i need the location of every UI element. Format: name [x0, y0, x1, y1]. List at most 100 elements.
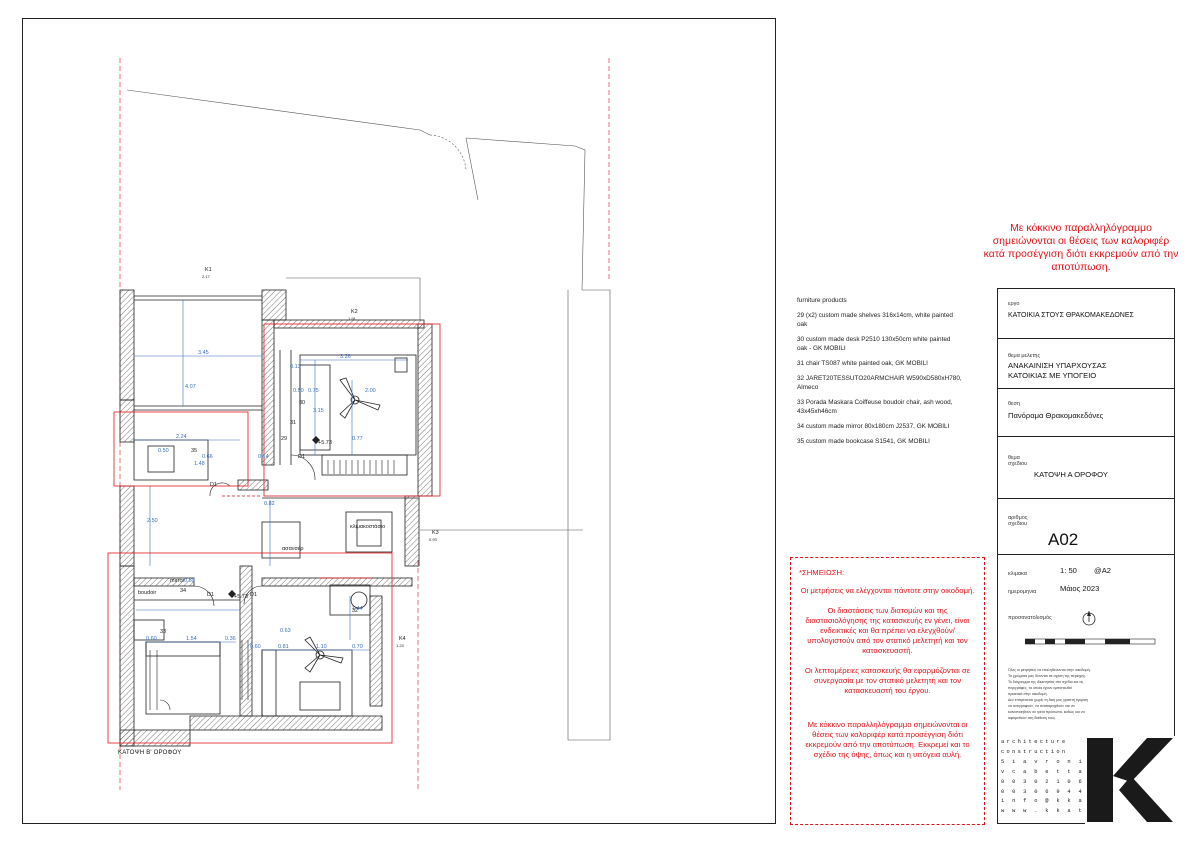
dim-label: 1.54 [186, 636, 197, 642]
ceiling-fan-icon [304, 377, 381, 673]
logo-k-mark [1085, 736, 1175, 824]
window-tag: K1 [205, 267, 212, 273]
paper-size: @A2 [1094, 566, 1111, 575]
furniture-number: 34 [180, 588, 186, 594]
window-subtag: 1.23 [396, 643, 405, 648]
furniture-item: 33 Porada Maskara Coiffeuse boudoir chai… [797, 399, 953, 415]
furniture-list-title: furniture products [797, 297, 847, 304]
furniture-number: 29 [281, 436, 287, 442]
door-swings [159, 454, 316, 711]
note-paragraph: Οι λεπτομέρειες κατασκευής θα εφαρμόζοντ… [804, 666, 971, 695]
radiator-markers [107, 323, 441, 744]
scale-value: 1: 50 [1060, 566, 1077, 575]
furniture-item: 32 JARET20TESSUTO20ARMCHAIR W590xD580xH7… [797, 375, 962, 391]
radiator-note: Με κόκκινο παραλληλόγραμμο σημειώνονται … [983, 222, 1179, 273]
notes-box: *ΣΗΜΕΙΩΣΗ: Οι μετρήσεις να ελέγχονται πά… [790, 557, 985, 825]
project-label: εργο [1008, 301, 1020, 307]
dim-label: 0.70 [352, 644, 363, 650]
logo-contact: architecture construction 5 i a v r o n … [1001, 738, 1087, 817]
furniture-item: 34 custom made mirror 80x180cm J2537, GK… [797, 423, 950, 430]
window-subtag: 1.91 [348, 316, 357, 321]
dim-label: 3.45 [198, 350, 209, 356]
dim-label: 1.48 [194, 461, 205, 467]
legal-line: περιγραφές, τα οποία έχουν εμπιστευθεί [1008, 686, 1072, 690]
furniture-list: furniture products 29 (x2) custom made s… [797, 296, 962, 452]
furniture-number: 30 [299, 400, 305, 406]
dim-label: 0.81 [278, 644, 289, 650]
legal-line: Τα χρώματα μας δίνονται σε σχέση της περ… [1008, 674, 1087, 678]
notes-heading: *ΣΗΜΕΙΩΣΗ: [799, 568, 845, 577]
logo-line: 5 i a v r o n i [1001, 758, 1085, 765]
orientation-label: προσανατολισμός [1008, 615, 1052, 621]
window-subtag: 0.93 [429, 537, 438, 542]
dim-label: 0.63 [280, 628, 291, 634]
furniture-item: 31 chair TS087 white painted oak, GK MOB… [797, 360, 928, 367]
furniture-item: 35 custom made bookcase S1541, GK MOBILI [797, 438, 930, 445]
furniture-number: 32 [352, 608, 358, 614]
project-value: ΚΑΤΟΙΚΙΑ ΣΤΟΥΣ ΘΡΑΚΟΜΑΚΕΔΟΝΕΣ [1008, 312, 1134, 319]
furniture-number: 31 [290, 420, 296, 426]
project-row: εργο ΚΑΤΟΙΚΙΑ ΣΤΟΥΣ ΘΡΑΚΟΜΑΚΕΔΟΝΕΣ [998, 289, 1174, 339]
north-arrow-icon [1082, 611, 1096, 626]
door-tag: D1 [298, 454, 305, 460]
logo-line: w w w . k k a t o i k i a . g r [1001, 808, 1087, 815]
dim-label: 0.66 [202, 454, 213, 460]
dim-label: 2.24 [176, 434, 187, 440]
window-tag: K4 [399, 636, 406, 642]
location-label: θεση [1008, 401, 1020, 407]
drawing-number-label: αριθμος σχεδιου [1008, 515, 1028, 527]
legal-line: κοινοποιηθούν σε τρίτα πρόσωπα, καθώς κα… [1008, 710, 1085, 714]
legal-line: Το διάγραμμα της ιδιοκτησίας στο σχέδιο … [1008, 680, 1084, 684]
dim-label: 0.82 [264, 501, 275, 507]
location-row: θεση Πανόραμα Θρακομακεδόνες [998, 389, 1174, 437]
dim-label: 0.50 [158, 448, 169, 454]
level-label: +5.73 [234, 594, 248, 600]
window-tag: K2 [351, 309, 358, 315]
legal-line: αφαιρεθούν στη διάθεση τους. [1008, 716, 1057, 720]
dim-label: 0.60 [184, 578, 195, 584]
plan-caption: ΚΑΤΟΨΗ Β' ΟΡΟΦΟΥ [118, 750, 182, 756]
furniture-item: 30 custom made desk P2510 130x50cm white… [797, 336, 951, 352]
study-row: θεμα μελετης ΑΝΑΚΑΙΝΙΣΗ ΥΠΑΡΧΟΥΣΑΣ ΚΑΤΟΙ… [998, 339, 1174, 389]
scale-date-row: κλιμακα 1: 50 @A2 ημερομηνια Μάιος 2023 [998, 555, 1174, 607]
logo-line: i n f o @ k k a t o i k i a . g r [1001, 798, 1087, 805]
furniture-item: 29 (x2) custom made shelves 316x14cm, wh… [797, 312, 953, 328]
dim-label: 0.13 [290, 364, 301, 370]
drawing-title-value: ΚΑΤΟΨΗ Α ΟΡΟΦΟΥ [1034, 470, 1108, 479]
legal-text: Όλες οι μετρήσεις να επαληθεύονται στην … [1008, 667, 1168, 721]
dim-label: 0.50 [293, 388, 304, 394]
dim-label: 2.00 [365, 388, 376, 394]
room-label: ασανσέρ [282, 545, 303, 552]
dim-label: 3.15 [313, 408, 324, 414]
note-paragraph: Οι μετρήσεις να ελέγχονται πάντοτε στην … [800, 586, 975, 595]
room-label: mirror [170, 578, 185, 584]
walls [119, 289, 433, 747]
dim-label: 0.60 [146, 636, 157, 642]
door-tag: D1 [250, 592, 257, 598]
scale-bar [1025, 638, 1156, 645]
furniture-number: 35 [191, 448, 197, 454]
drawing-title-label: θεμα σχεδιου [1008, 455, 1028, 467]
dim-label: 3.26 [340, 354, 351, 360]
closet-hangers [149, 460, 395, 710]
study-value: ΑΝΑΚΑΙΝΙΣΗ ΥΠΑΡΧΟΥΣΑΣ ΚΑΤΟΙΚΙΑΣ ΜΕ ΥΠΟΓΕ… [1008, 361, 1107, 380]
dim-label: 1.44 [352, 606, 363, 612]
furniture-number: 33 [160, 629, 166, 635]
dim-label: 0.60 [250, 644, 261, 650]
note-paragraph: Με κόκκινο παραλληλόγραμμο σημειώνονται … [805, 720, 970, 759]
dim-label: 2.50 [147, 518, 158, 524]
dim-label: 0.14 [258, 454, 269, 460]
date-value: Μάιος 2023 [1060, 584, 1100, 593]
drawing-title-row: θεμα σχεδιου ΚΑΤΟΨΗ Α ΟΡΟΦΟΥ [998, 437, 1174, 499]
dim-label: 0.36 [225, 636, 236, 642]
date-label: ημερομηνια [1008, 589, 1037, 595]
note-paragraph: Οι διαστάσεις των διατομών και της διαστ… [805, 606, 970, 655]
legal-line: να αντιγραφούν, να αναπαραχθούν και να [1008, 704, 1075, 708]
title-block: εργο ΚΑΤΟΙΚΙΑ ΣΤΟΥΣ ΘΡΑΚΟΜΑΚΕΔΟΝΕΣ θεμα … [997, 288, 1175, 824]
dim-label: 4.07 [185, 384, 196, 390]
location-value: Πανόραμα Θρακομακεδόνες [1008, 411, 1104, 420]
dim-label: 0.77 [352, 436, 363, 442]
logo-line: architecture [1001, 739, 1068, 745]
legal-line: πρακτικά στην οικοδομή. [1008, 692, 1048, 696]
